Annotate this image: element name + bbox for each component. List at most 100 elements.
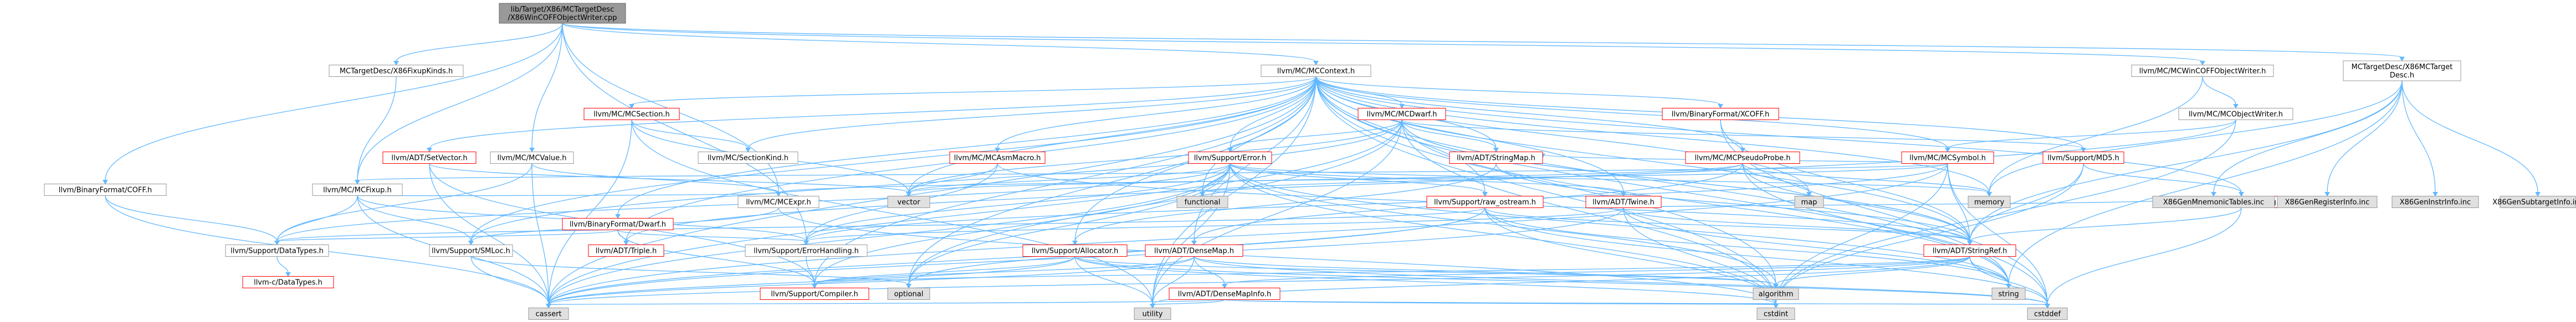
node-mcsection[interactable]: llvm/MC/MCSection.h xyxy=(583,108,680,120)
node-optional[interactable]: optional xyxy=(887,288,930,300)
node-cstddef[interactable]: cstddef xyxy=(2027,308,2068,320)
node-box-smloc xyxy=(429,245,513,257)
edge-densemap-to-densemapinfo xyxy=(1194,256,1225,285)
node-mcfixup[interactable]: llvm/MC/MCFixup.h xyxy=(312,184,403,196)
node-asmmacro[interactable]: llvm/MC/MCAsmMacro.h xyxy=(949,152,1046,164)
edge-error-to-memory xyxy=(1230,163,1990,194)
node-mccontext[interactable]: llvm/MC/MCContext.h xyxy=(1261,65,1371,77)
node-cstdint[interactable]: cstdint xyxy=(1756,308,1795,320)
node-box-mcvalue xyxy=(490,152,574,164)
node-string[interactable]: string xyxy=(1991,288,2026,300)
node-registerinfo[interactable]: X86GenRegisterInfo.inc xyxy=(2277,196,2378,208)
node-memory[interactable]: memory xyxy=(1968,196,2011,208)
node-densemap[interactable]: llvm/ADT/DenseMap.h xyxy=(1145,245,1243,257)
edge-smloc-to-cassert xyxy=(470,256,549,305)
node-rawostream[interactable]: llvm/Support/raw_ostream.h xyxy=(1426,196,1544,208)
node-label-sectionkind: llvm/MC/SectionKind.h xyxy=(708,154,788,163)
node-mcvalue[interactable]: llvm/MC/MCValue.h xyxy=(490,152,574,164)
edge-densemapinfo-to-cstdint xyxy=(1224,299,1776,305)
node-label-subtargetinfo: X86GenSubtargetInfo.inc xyxy=(2492,199,2576,207)
node-label-mcexpr: llvm/MC/MCExpr.h xyxy=(746,199,811,207)
node-error[interactable]: llvm/Support/Error.h xyxy=(1188,152,1272,164)
node-label-md5: llvm/Support/MD5.h xyxy=(2047,154,2119,163)
edge-rawostream-to-cstddef xyxy=(1484,207,2048,305)
node-box-densemap xyxy=(1145,245,1243,257)
node-mcdwarf[interactable]: llvm/MC/MCDwarf.h xyxy=(1358,108,1446,120)
node-box-functional xyxy=(1176,196,1228,208)
edge-x86targetdesc-to-mnemonictables xyxy=(2213,80,2403,193)
node-label-x86targetdesc: Desc.h xyxy=(2390,71,2414,80)
node-box-string xyxy=(1991,288,2026,300)
node-dwarf[interactable]: llvm/BinaryFormat/Dwarf.h xyxy=(562,218,674,230)
edge-arrowhead-md5-to-smallstring xyxy=(2239,192,2244,197)
node-smloc[interactable]: llvm/Support/SMLoc.h xyxy=(429,245,513,257)
node-twine[interactable]: llvm/ADT/Twine.h xyxy=(1585,196,1662,208)
node-mnemonictables[interactable]: X86GenMnemonicTables.inc xyxy=(2152,196,2275,208)
edge-mccontext-to-pseudoprobe xyxy=(1315,76,1743,149)
node-mcsymbol[interactable]: llvm/MC/MCSymbol.h xyxy=(1901,152,1994,164)
node-cdatatypes[interactable]: llvm-c/DataTypes.h xyxy=(242,276,334,288)
node-stringmap[interactable]: llvm/ADT/StringMap.h xyxy=(1449,152,1543,164)
node-cassert[interactable]: cassert xyxy=(528,308,569,320)
node-instrinfo[interactable]: X86GenInstrInfo.inc xyxy=(2391,196,2479,208)
edge-smallstring-to-stringref xyxy=(1969,207,2242,242)
edge-binarycoff-to-datatypes xyxy=(105,195,278,242)
node-winwriter[interactable]: llvm/MC/MCWinCOFFObjectWriter.h xyxy=(2131,65,2274,77)
node-pseudoprobe[interactable]: llvm/MC/MCPseudoProbe.h xyxy=(1685,152,1800,164)
edge-dwarf-to-errorhandling xyxy=(617,229,807,242)
node-md5[interactable]: llvm/Support/MD5.h xyxy=(2042,152,2124,164)
node-utility[interactable]: utility xyxy=(1134,308,1171,320)
node-sectionkind[interactable]: llvm/MC/SectionKind.h xyxy=(698,152,798,164)
node-mcobjwriter[interactable]: llvm/MC/MCObjectWriter.h xyxy=(2178,108,2293,120)
node-map[interactable]: map xyxy=(1794,196,1824,208)
node-vector[interactable]: vector xyxy=(887,196,930,208)
edge-arrowhead-error-to-functional xyxy=(1200,192,1205,197)
node-box-asmmacro xyxy=(949,152,1046,164)
edge-arrowhead-smloc-to-optional xyxy=(906,284,911,289)
node-box-map xyxy=(1794,196,1824,208)
edge-x86targetdesc-to-instrinfo xyxy=(2401,80,2436,193)
node-allocator[interactable]: llvm/Support/Allocator.h xyxy=(1022,245,1128,257)
node-densemapinfo[interactable]: llvm/ADT/DenseMapInfo.h xyxy=(1169,288,1281,300)
node-box-pseudoprobe xyxy=(1685,152,1800,164)
edge-rawostream-to-stringref xyxy=(1484,207,1970,242)
edge-smallstring-to-cstddef xyxy=(2047,207,2242,305)
node-label-x86targetdesc: MCTargetDesc/X86MCTarget xyxy=(2352,63,2453,71)
node-xcoff[interactable]: llvm/BinaryFormat/XCOFF.h xyxy=(1662,108,1779,120)
edge-mcfixup-to-mcexpr xyxy=(357,192,779,196)
node-stringref[interactable]: llvm/ADT/StringRef.h xyxy=(1923,245,2016,257)
node-binarycoff[interactable]: llvm/BinaryFormat/COFF.h xyxy=(44,184,167,196)
node-box-setvector xyxy=(382,152,477,164)
node-box-md5 xyxy=(2042,152,2124,164)
edge-arrowhead-root-to-fixupkinds xyxy=(393,61,399,66)
node-box-algorithm xyxy=(1753,288,1799,300)
node-setvector[interactable]: llvm/ADT/SetVector.h xyxy=(382,152,477,164)
node-label-map: map xyxy=(1801,199,1817,207)
edge-mccontext-to-dwarf xyxy=(617,76,1317,215)
node-functional[interactable]: functional xyxy=(1176,196,1228,208)
edge-arrowhead-stringref-to-string xyxy=(2006,284,2011,289)
edge-mcexpr-to-cstdint xyxy=(778,207,1776,305)
node-datatypes[interactable]: llvm/Support/DataTypes.h xyxy=(225,245,329,257)
node-triple[interactable]: llvm/ADT/Triple.h xyxy=(588,245,664,257)
node-box-mcdwarf xyxy=(1358,108,1446,120)
node-errorhandling[interactable]: llvm/Support/ErrorHandling.h xyxy=(745,245,868,257)
node-mcexpr[interactable]: llvm/MC/MCExpr.h xyxy=(738,196,820,208)
node-box-mnemonictables xyxy=(2152,196,2275,208)
node-box-cstddef xyxy=(2027,308,2068,320)
node-fixupkinds[interactable]: MCTargetDesc/X86FixupKinds.h xyxy=(329,65,464,77)
node-box-errorhandling xyxy=(745,245,868,257)
edge-twine-to-cassert xyxy=(548,207,1624,305)
edge-mcobjwriter-to-triple xyxy=(626,120,2236,242)
edge-allocator-to-algorithm xyxy=(1074,256,1776,285)
node-subtargetinfo[interactable]: X86GenSubtargetInfo.inc xyxy=(2492,196,2576,208)
edge-pseudoprobe-to-map xyxy=(1742,163,1810,193)
node-algorithm[interactable]: algorithm xyxy=(1753,288,1799,300)
node-label-binarycoff: llvm/BinaryFormat/COFF.h xyxy=(59,186,152,195)
edge-arrowhead-x86targetdesc-to-instrinfo xyxy=(2432,192,2438,197)
edge-twine-to-stringref xyxy=(1623,207,1970,242)
edge-mcdwarf-to-vector xyxy=(908,120,1402,193)
node-compiler[interactable]: llvm/Support/Compiler.h xyxy=(760,288,869,300)
